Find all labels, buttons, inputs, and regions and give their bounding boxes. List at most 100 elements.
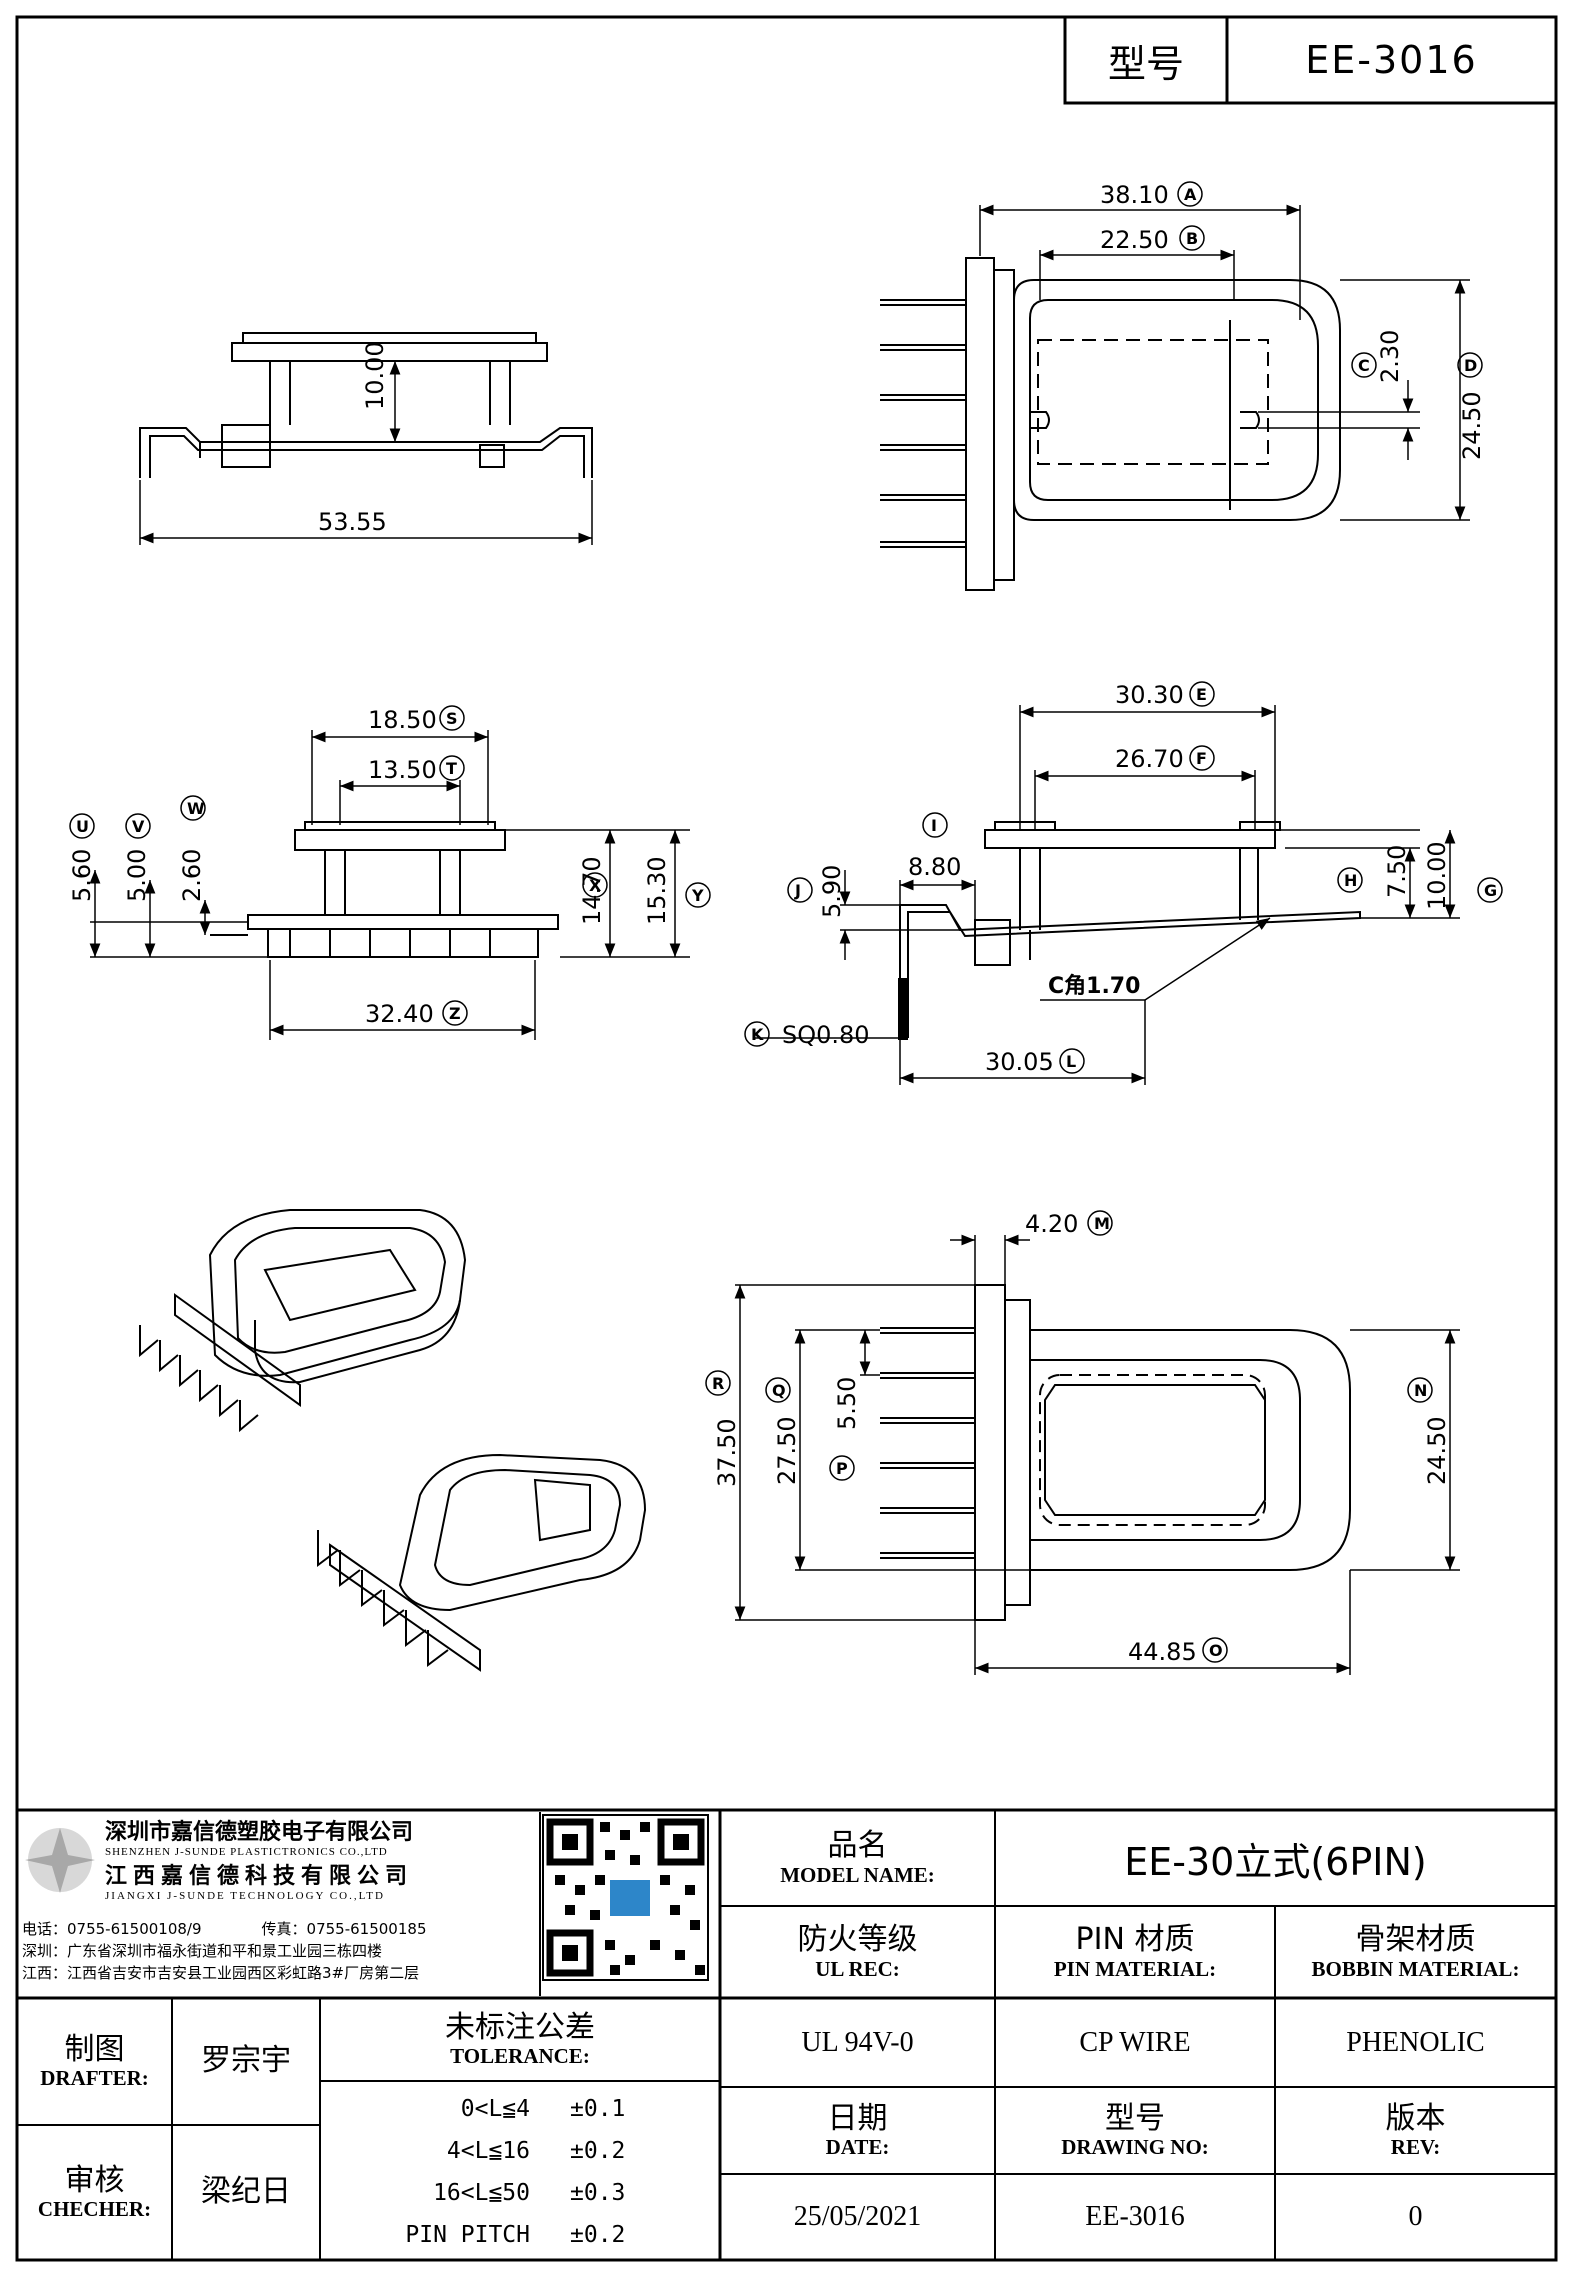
pin-material-value: CP WIRE: [1079, 2026, 1191, 2058]
front-view: [210, 821, 559, 958]
dim-V: 5.00: [123, 849, 151, 902]
company-addr-jx: 江西：江西省吉安市吉安县工业园西区彩虹路3#厂房第二层: [22, 1964, 420, 1982]
drawing-no-value: EE-3016: [1085, 2201, 1185, 2232]
dim-D: 24.50: [1458, 391, 1486, 460]
tolerance-row: PIN PITCH±0.2: [405, 2222, 626, 2248]
dim-chamfer: C角1.70: [1048, 973, 1140, 999]
dim-E: 30.30: [1115, 681, 1184, 709]
dim-U: 5.60: [68, 849, 96, 902]
company-addr-sz: 深圳：广东省深圳市福永街道和平和景工业园三栋四楼: [22, 1942, 383, 1960]
dim-G: 10.00: [1423, 841, 1451, 910]
tolerance-row: 4<L≦16±0.2: [446, 2138, 626, 2164]
svg-text:T: T: [446, 759, 457, 778]
svg-text:J: J: [794, 881, 801, 900]
tolerance-row: 0<L≦4±0.1: [460, 2096, 626, 2122]
company-tel: 电话：0755-61500108/9: [22, 1920, 202, 1938]
dim-X: 14.70: [578, 856, 606, 925]
svg-text:K: K: [751, 1025, 764, 1044]
svg-text:O: O: [1209, 1641, 1223, 1660]
top-view-1: [880, 257, 1341, 591]
svg-text:R: R: [712, 1374, 724, 1393]
svg-text:N: N: [1414, 1381, 1427, 1400]
bobbin-material-value: PHENOLIC: [1346, 2026, 1485, 2058]
svg-text:L: L: [1066, 1052, 1076, 1071]
dim-Y: 15.30: [643, 856, 671, 925]
company-name-jx: 江西嘉信德科技有限公司: [105, 1864, 414, 1889]
svg-text:Z: Z: [449, 1004, 461, 1023]
dim-Q: 27.50: [773, 1416, 801, 1485]
svg-text:Y: Y: [691, 886, 704, 905]
drafter-value: 罗宗宇: [201, 2043, 291, 2079]
dim-W: 2.60: [178, 849, 206, 902]
svg-text:M: M: [1094, 1214, 1110, 1233]
svg-text:B: B: [1186, 229, 1198, 248]
svg-text:F: F: [1196, 749, 1207, 768]
svg-text:G: G: [1484, 881, 1497, 900]
date-value: 25/05/2021: [793, 2201, 922, 2232]
dim-A: 38.10: [1100, 181, 1169, 209]
svg-text:A: A: [1184, 185, 1197, 204]
svg-text:C: C: [1358, 356, 1370, 375]
side-view-2: [899, 821, 1361, 1038]
qr-code: [542, 1814, 709, 1981]
dim-N: 24.50: [1423, 1416, 1451, 1485]
dim-B: 22.50: [1100, 226, 1169, 254]
svg-text:E: E: [1196, 685, 1207, 704]
dim-P: 5.50: [833, 1377, 861, 1430]
svg-text:H: H: [1344, 871, 1357, 890]
dim-Z: 32.40: [365, 1000, 434, 1028]
dim-total-length: 53.55: [318, 508, 387, 536]
header-model-value: EE-3016: [1305, 38, 1478, 82]
dim-M: 4.20: [1025, 1210, 1078, 1238]
dim-side-height: 10.00: [361, 341, 389, 410]
model-name-value: EE-30立式(6PIN): [1124, 1839, 1427, 1884]
tolerance-row: 16<L≦50±0.3: [433, 2180, 626, 2206]
dim-I: 8.80: [908, 853, 961, 881]
rev-value: 0: [1408, 2201, 1423, 2232]
isometric-view-top: [139, 1209, 467, 1433]
company-fax: 传真：0755-61500185: [261, 1920, 427, 1938]
dim-S: 18.50: [368, 706, 437, 734]
svg-text:D: D: [1464, 356, 1477, 375]
company-logo: [25, 1828, 95, 1893]
ul-value: UL 94V-0: [801, 2026, 914, 2058]
svg-text:X: X: [589, 876, 602, 895]
side-view-1: [139, 332, 593, 478]
dim-C: 2.30: [1376, 330, 1404, 383]
dim-R: 37.50: [713, 1418, 741, 1487]
dim-K: SQ0.80: [782, 1021, 870, 1049]
dim-L: 30.05: [985, 1048, 1054, 1076]
header-model-label: 型号: [1107, 41, 1184, 86]
dim-H: 7.50: [1383, 845, 1411, 898]
svg-text:Q: Q: [772, 1381, 786, 1400]
tolerance-table: 0<L≦4±0.1 4<L≦16±0.2 16<L≦50±0.3 PIN PIT…: [320, 2088, 720, 2258]
svg-text:S: S: [446, 709, 458, 728]
company-name-sz: 深圳市嘉信德塑胶电子有限公司: [105, 1820, 414, 1845]
dim-F: 26.70: [1115, 745, 1184, 773]
svg-text:U: U: [76, 817, 89, 836]
bottom-view: [880, 1284, 1351, 1621]
svg-text:P: P: [836, 1459, 848, 1478]
svg-text:V: V: [132, 817, 145, 836]
isometric-view-bottom: [317, 1453, 647, 1672]
company-name-jx-en: JIANGXI J-SUNDE TECHNOLOGY CO.,LTD: [105, 1890, 385, 1902]
company-name-sz-en: SHENZHEN J-SUNDE PLASTICTRONICS CO.,LTD: [105, 1846, 388, 1858]
checker-value: 梁纪日: [201, 2174, 291, 2210]
dim-O: 44.85: [1128, 1638, 1197, 1666]
dim-T: 13.50: [368, 756, 437, 784]
svg-text:W: W: [187, 799, 205, 818]
model-name-label: 品名 MODEL NAME:: [780, 1828, 935, 1887]
company-info: 深圳市嘉信德塑胶电子有限公司 SHENZHEN J-SUNDE PLASTICT…: [105, 1814, 535, 1902]
svg-text:I: I: [931, 816, 937, 835]
